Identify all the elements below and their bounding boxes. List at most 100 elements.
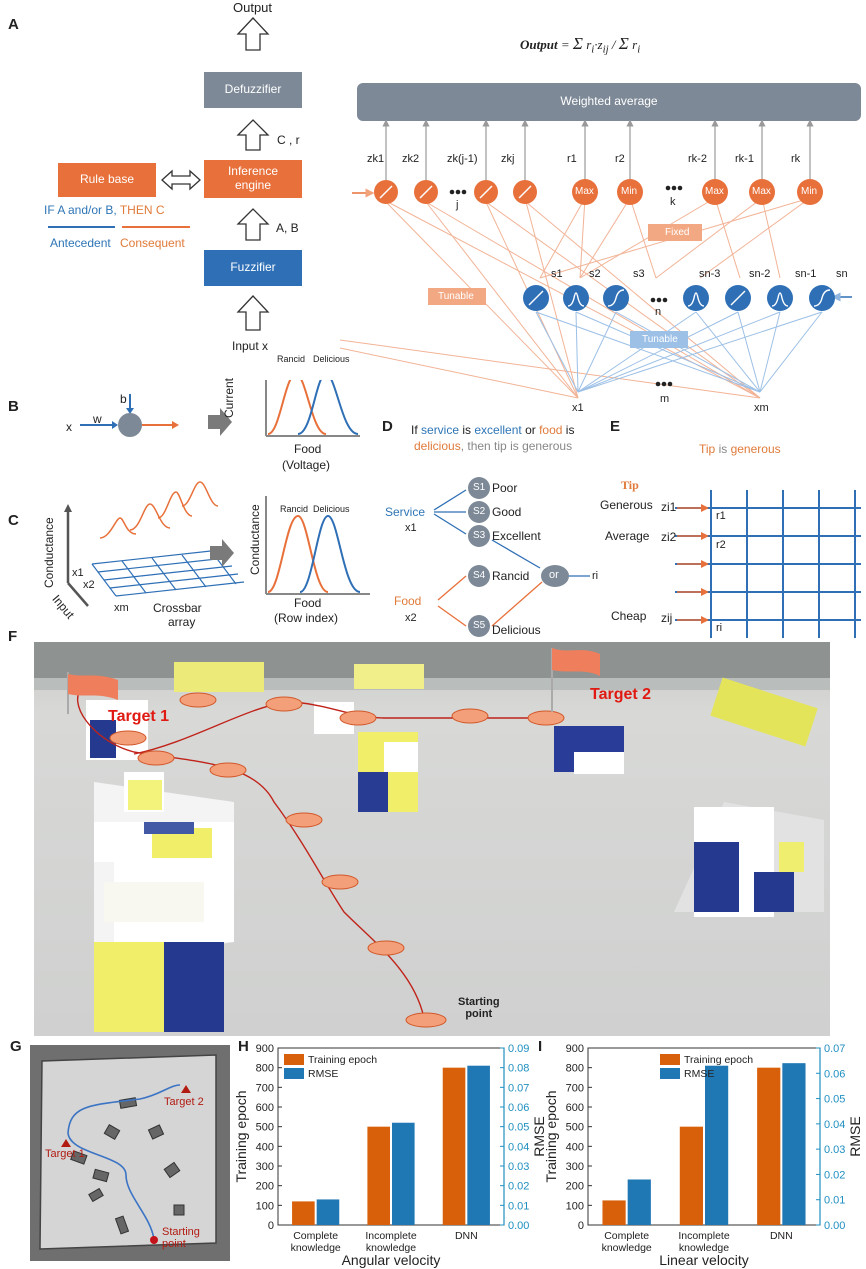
y-tick-label: 100 — [256, 1200, 274, 1212]
y2-tick-label: 0.03 — [824, 1144, 845, 1156]
s-label-3: s3 — [633, 268, 645, 280]
d-good-label: Good — [492, 505, 522, 519]
g-start-label: Starting point — [162, 1226, 200, 1251]
g-target1-label: Target 1 — [45, 1148, 85, 1160]
node-op-4: Max — [752, 186, 771, 197]
panel-e-crossbar — [675, 490, 861, 638]
y2-tick-label: 0.05 — [824, 1094, 845, 1106]
bar-rmse — [705, 1065, 729, 1225]
y-tick-label: 600 — [256, 1102, 274, 1114]
y2-tick-label: 0.04 — [824, 1119, 845, 1131]
e-ri: ri — [716, 622, 723, 634]
b-rancid-label: Rancid — [277, 354, 306, 364]
y-tick-label: 200 — [256, 1181, 274, 1193]
node-op-1: Max — [575, 186, 594, 197]
y2-tick-label: 0.01 — [508, 1200, 529, 1212]
y-tick-label: 400 — [566, 1141, 584, 1153]
x-category-label: Complete — [604, 1230, 649, 1242]
neuron-x-label: x — [66, 420, 72, 434]
d-ri-label: ri — [592, 570, 599, 582]
dots-k-label: k — [670, 196, 676, 208]
s-label-4: sn-3 — [699, 268, 721, 280]
y-tick-label: 0 — [578, 1220, 584, 1232]
x-category-label: Incomplete — [365, 1230, 417, 1242]
x-category-label: knowledge — [602, 1242, 652, 1254]
antecedent-label: Antecedent — [50, 236, 111, 250]
c-x2-label: x2 — [83, 579, 95, 591]
y2-tick-label: 0.07 — [824, 1043, 845, 1055]
y2-tick-label: 0.00 — [508, 1220, 529, 1232]
y-tick-label: 700 — [256, 1082, 274, 1094]
neuron-w-label: w — [93, 412, 102, 426]
c-xlabel2: (Row index) — [274, 611, 339, 625]
panel-label-e: E — [610, 418, 621, 435]
d-s1-is: is — [459, 423, 475, 437]
neuron-b-label: b — [120, 392, 127, 406]
b-xlabel: Food — [294, 442, 322, 456]
bar-rmse — [782, 1063, 806, 1225]
r-label-3: rk-2 — [688, 153, 707, 165]
y2-axis-title: RMSE — [847, 1116, 863, 1156]
y-tick-label: 300 — [256, 1161, 274, 1173]
rule-text: IF A and/or B, THEN C — [44, 203, 165, 217]
y-tick-label: 600 — [566, 1102, 584, 1114]
d-s1-or: or — [521, 423, 540, 437]
d-or-node-label: or — [549, 569, 559, 581]
rule-antecedent-text: IF A and/or B, — [44, 203, 120, 217]
f-start-label: Starting point — [458, 996, 500, 1020]
y-tick-label: 300 — [566, 1161, 584, 1173]
d-s2-rest: , then tip is generous — [460, 439, 573, 453]
e-z1: zi1 — [661, 500, 677, 514]
dots-n-label: n — [655, 306, 662, 318]
y-tick-label: 0 — [268, 1220, 274, 1232]
x-category-label: Complete — [293, 1230, 338, 1242]
y2-tick-label: 0.03 — [508, 1161, 529, 1173]
s-label-7: sn — [836, 268, 848, 280]
d-s1-food: food — [539, 423, 563, 437]
d-node-s3: S3 — [473, 530, 486, 541]
d-delicious-label: Delicious — [492, 623, 541, 637]
x-category-label: knowledge — [679, 1242, 729, 1254]
y-tick-label: 100 — [566, 1200, 584, 1212]
e-row-generous: Generous — [600, 498, 653, 512]
map-image: Target 1 Target 2 Starting point — [30, 1045, 230, 1261]
arena-scene — [34, 642, 830, 1032]
e-zj: zij — [661, 611, 673, 625]
tunable-right-label: Tunable — [642, 334, 678, 345]
c-ylabel: Conductance — [248, 504, 262, 575]
tunable-left-label: Tunable — [438, 291, 474, 302]
panel-c-graphics — [64, 481, 370, 607]
s-label-1: s1 — [551, 268, 563, 280]
r-label-1: r1 — [567, 153, 577, 165]
rule-consequent-text: THEN C — [119, 203, 165, 217]
y-tick-label: 700 — [566, 1082, 584, 1094]
crossbar-label: Crossbar — [153, 601, 202, 615]
legend-swatch-training-epoch — [660, 1054, 680, 1065]
panel-b-graphics — [80, 380, 360, 437]
x-axis-title: Linear velocity — [659, 1252, 749, 1268]
y-tick-label: 800 — [566, 1063, 584, 1075]
z-label-1: zk1 — [367, 153, 385, 165]
y2-tick-label: 0.09 — [508, 1043, 529, 1055]
x-axis-title: Angular velocity — [342, 1252, 441, 1268]
r-label-5: rk — [791, 153, 801, 165]
y-tick-label: 400 — [256, 1141, 274, 1153]
d-x2-label: x2 — [405, 612, 417, 624]
d-s1-excellent: excellent — [474, 423, 522, 437]
y2-axis-title: RMSE — [531, 1116, 547, 1156]
input-x-label: Input x — [232, 339, 269, 353]
b-ylabel: Current — [222, 377, 236, 418]
d-s2-delicious: delicious — [414, 439, 461, 453]
panel-d-graph — [433, 477, 590, 637]
b-delicious-label: Delicious — [313, 354, 350, 364]
b-xlabel2: (Voltage) — [282, 458, 331, 472]
e-generous-word: generous — [730, 442, 781, 456]
bar-training-epoch — [602, 1200, 626, 1225]
e-is-word: is — [715, 442, 731, 456]
c-conductance-axis-label: Conductance — [42, 517, 56, 588]
panel-label-i: I — [538, 1038, 543, 1055]
r-label-2: r2 — [615, 153, 625, 165]
panel-label-f: F — [8, 628, 18, 645]
c-xm-label: xm — [114, 602, 129, 614]
d-s1-if: If — [411, 423, 422, 437]
